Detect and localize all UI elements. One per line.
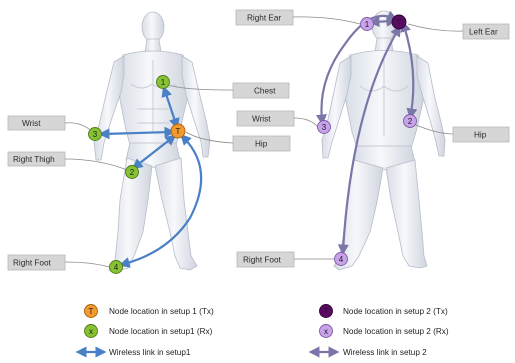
svg-text:2: 2: [130, 168, 135, 177]
legend-item-rx1: x Node location in setup1 (Rx): [85, 325, 213, 338]
legend-item-tx2: T Node location in setup 2 (Tx): [320, 305, 448, 318]
svg-text:Wrist: Wrist: [252, 115, 271, 124]
legend-item-link2: Wireless link in setup 2: [314, 348, 427, 357]
node-hip-tx: T: [171, 124, 185, 138]
svg-text:4: 4: [339, 255, 344, 264]
callout-hip-setup2: Hip: [416, 125, 509, 142]
node-wrist: 3: [89, 128, 102, 141]
legend-item-link1: Wireless link in setup1: [81, 348, 191, 357]
callout-wrist-setup2: Wrist: [237, 111, 318, 127]
svg-text:Right Foot: Right Foot: [243, 256, 281, 265]
svg-text:Chest: Chest: [254, 87, 276, 96]
node-right-foot: 4: [110, 261, 123, 274]
legend-item-tx1: T Node location in setup 1 (Tx): [85, 305, 214, 318]
callout-right-foot-setup1: Right Foot: [8, 255, 109, 270]
svg-text:Hip: Hip: [474, 131, 487, 140]
node-hip-setup2: 2: [404, 115, 417, 128]
callout-left-ear: Left Ear: [408, 24, 509, 39]
legend: T Node location in setup 1 (Tx) x Node l…: [81, 305, 449, 358]
svg-text:Wrist: Wrist: [22, 119, 41, 128]
node-right-thigh: 2: [126, 166, 139, 179]
svg-text:Node location in setup 2 (Tx): Node location in setup 2 (Tx): [343, 307, 448, 316]
node-chest: 1: [157, 76, 170, 89]
callout-right-foot-setup2: Right Foot: [237, 252, 335, 267]
svg-text:Hip: Hip: [255, 140, 268, 149]
node-foot-setup2: 4: [335, 253, 348, 266]
svg-text:T: T: [397, 18, 402, 27]
legend-item-rx2: x Node location in setup 2 (Rx): [320, 325, 449, 338]
svg-text:Left Ear: Left Ear: [469, 28, 498, 37]
svg-text:x: x: [89, 327, 93, 336]
callout-right-thigh: Right Thigh: [8, 152, 132, 172]
svg-text:3: 3: [322, 123, 327, 132]
callout-wrist-setup1: Wrist: [8, 116, 95, 134]
svg-text:4: 4: [114, 263, 119, 272]
svg-text:Wireless link in setup 2: Wireless link in setup 2: [343, 348, 427, 357]
svg-text:Right Foot: Right Foot: [13, 259, 51, 268]
svg-text:Node location in setup 1 (Tx): Node location in setup 1 (Tx): [109, 307, 214, 316]
svg-text:1: 1: [161, 78, 166, 87]
svg-text:1: 1: [365, 20, 370, 29]
svg-text:Wireless link in setup1: Wireless link in setup1: [109, 348, 191, 357]
svg-text:Right Thigh: Right Thigh: [13, 155, 55, 164]
svg-text:Node location in setup1 (Rx): Node location in setup1 (Rx): [109, 327, 213, 336]
svg-text:3: 3: [93, 130, 98, 139]
human-model-front: [94, 12, 210, 272]
svg-text:2: 2: [408, 117, 413, 126]
svg-text:x: x: [324, 327, 328, 336]
svg-text:T: T: [89, 307, 94, 316]
svg-text:T: T: [324, 307, 329, 316]
link-leftear-rightear: [374, 21, 392, 22]
svg-text:T: T: [176, 127, 181, 136]
callout-right-ear: Right Ear: [236, 10, 360, 25]
node-right-ear: 1: [361, 18, 374, 31]
svg-text:Right Ear: Right Ear: [247, 14, 281, 23]
node-left-ear-tx: T: [392, 15, 406, 29]
node-wrist-setup2: 3: [318, 121, 331, 134]
svg-text:Node location in setup 2 (Rx): Node location in setup 2 (Rx): [343, 327, 449, 336]
